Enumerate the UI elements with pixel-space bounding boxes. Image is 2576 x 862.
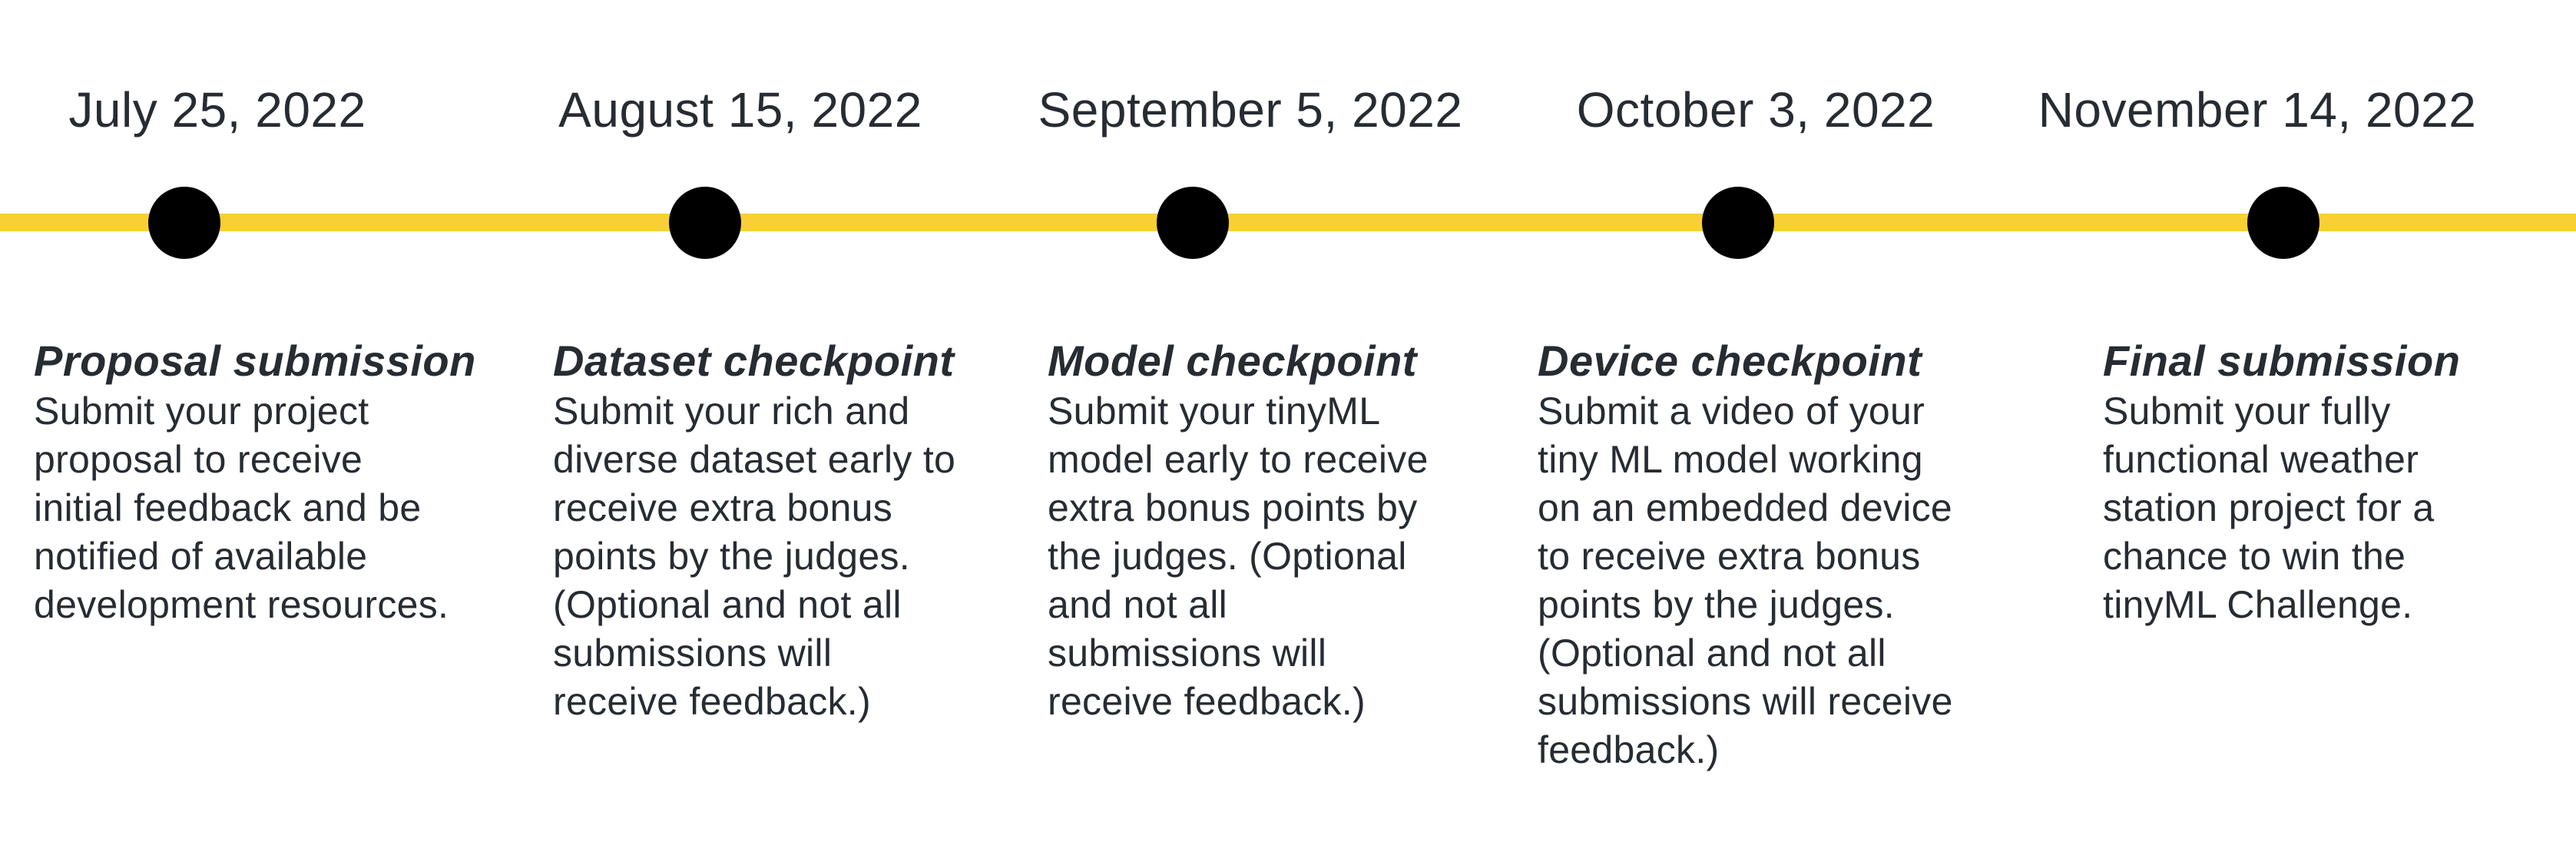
milestone-description-block: Model checkpoint Submit your tinyML mode… — [1048, 337, 1429, 726]
milestone-description-block: Device checkpoint Submit a video of your… — [1538, 337, 1953, 774]
timeline-dot — [148, 187, 220, 259]
milestone-description-block: Dataset checkpoint Submit your rich and … — [553, 337, 955, 726]
timeline-dot — [1702, 187, 1774, 259]
milestone-title: Proposal submission — [34, 337, 476, 385]
milestone-title: Dataset checkpoint — [553, 337, 955, 385]
milestone-description-block: Final submission Submit your fully funct… — [2103, 337, 2460, 629]
timeline-dot — [669, 187, 741, 259]
milestone-date: September 5, 2022 — [1038, 82, 1463, 138]
milestone-title: Device checkpoint — [1538, 337, 1922, 385]
milestone-date: July 25, 2022 — [68, 82, 366, 138]
timeline-dot — [2247, 187, 2319, 259]
milestone-date: October 3, 2022 — [1576, 82, 1935, 138]
milestone-title: Final submission — [2103, 337, 2461, 385]
milestone-date: November 14, 2022 — [2038, 82, 2477, 138]
milestone-description: Submit a video of your tiny ML model wor… — [1538, 390, 1953, 771]
timeline-dot — [1157, 187, 1229, 259]
milestone-description: Submit your tinyML model early to receiv… — [1048, 390, 1429, 723]
milestone-description-block: Proposal submission Submit your project … — [34, 337, 476, 629]
milestone-description: Submit your fully functional weather sta… — [2103, 390, 2435, 626]
milestone-description: Submit your project proposal to receive … — [34, 390, 449, 626]
milestone-description: Submit your rich and diverse dataset ear… — [553, 390, 956, 723]
milestone-title: Model checkpoint — [1048, 337, 1417, 385]
milestone-date: August 15, 2022 — [558, 82, 922, 138]
timeline-line — [0, 214, 2576, 231]
